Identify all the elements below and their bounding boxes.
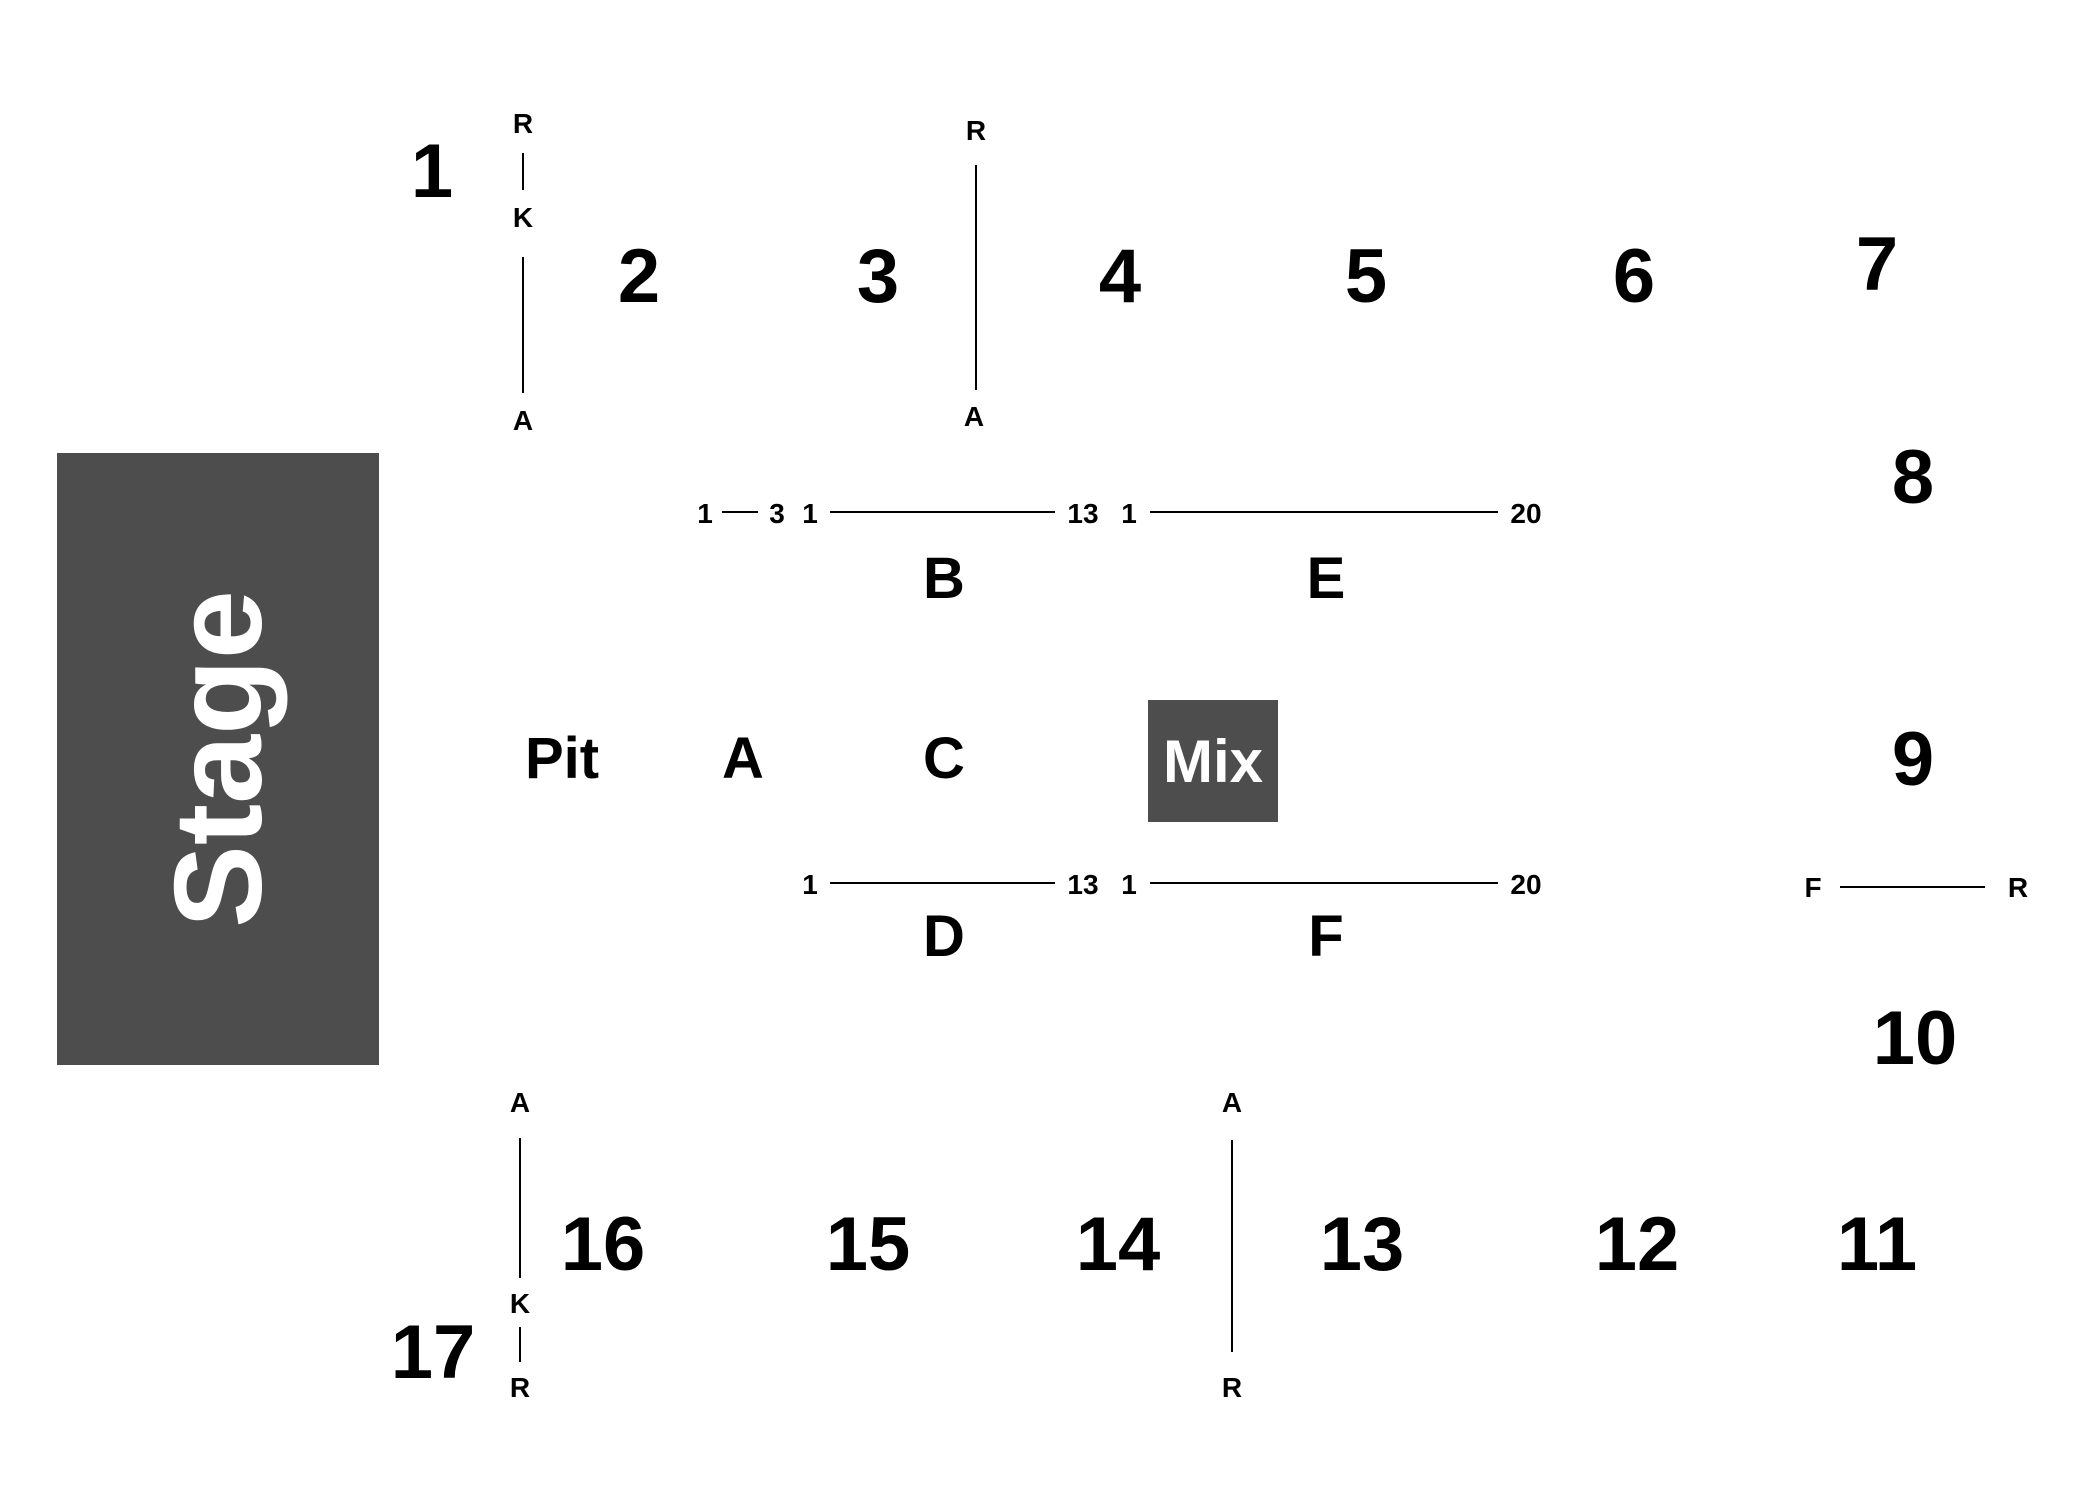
stage-label: Stage	[150, 590, 288, 928]
floor-zone-b[interactable]: B	[923, 546, 965, 611]
section-3[interactable]: 3	[857, 234, 899, 319]
section-5[interactable]: 5	[1345, 234, 1387, 319]
section-10[interactable]: 10	[1873, 996, 1958, 1081]
section-9[interactable]: 9	[1892, 717, 1934, 802]
row-marker-s3-top: R	[966, 115, 986, 146]
seat-marker-d-start: 1	[802, 869, 818, 900]
section-6[interactable]: 6	[1613, 234, 1655, 319]
floor-zone-a[interactable]: A	[722, 726, 764, 791]
section-8[interactable]: 8	[1892, 435, 1934, 520]
mix-block[interactable]	[1148, 700, 1278, 822]
floor-zone-e[interactable]: E	[1307, 546, 1346, 611]
section-11[interactable]: 11	[1837, 1202, 1917, 1287]
row-marker-s9-right: R	[2008, 872, 2028, 903]
section-15[interactable]: 15	[826, 1202, 911, 1287]
section-16[interactable]: 16	[561, 1202, 646, 1287]
row-marker-s14-top: A	[1222, 1087, 1242, 1118]
row-marker-s3-bottom: A	[964, 401, 984, 432]
section-2[interactable]: 2	[618, 234, 660, 319]
section-1[interactable]: 1	[411, 129, 453, 214]
seat-marker-b-start: 1	[802, 498, 818, 529]
seat-marker-d-end: 13	[1067, 869, 1098, 900]
seat-marker-b-start-a: 1	[697, 498, 713, 529]
seat-marker-b-end: 13	[1067, 498, 1098, 529]
section-4[interactable]: 4	[1099, 234, 1141, 319]
row-marker-s16-mid: K	[510, 1288, 530, 1319]
mix-label: Mix	[1163, 728, 1263, 795]
stage-block[interactable]	[57, 453, 379, 1065]
seat-marker-f-end: 20	[1510, 869, 1541, 900]
seat-marker-e-end: 20	[1510, 498, 1541, 529]
section-14[interactable]: 14	[1076, 1202, 1161, 1287]
section-17[interactable]: 17	[391, 1310, 476, 1395]
row-marker-s14-bottom: R	[1222, 1372, 1242, 1403]
seat-marker-e-start: 1	[1121, 498, 1137, 529]
pit-label[interactable]: Pit	[525, 726, 599, 791]
floor-zone-f[interactable]: F	[1308, 904, 1343, 969]
floor-zone-d[interactable]: D	[923, 904, 965, 969]
row-marker-s16-top: A	[510, 1087, 530, 1118]
row-marker-s1-top: R	[513, 108, 533, 139]
row-marker-s1-mid: K	[513, 202, 533, 233]
row-marker-s9-left: F	[1804, 872, 1821, 903]
section-7[interactable]: 7	[1856, 222, 1898, 307]
section-13[interactable]: 13	[1320, 1202, 1405, 1287]
floor-zone-c[interactable]: C	[923, 726, 965, 791]
row-marker-s16-bottom: R	[510, 1372, 530, 1403]
seat-marker-b-end-a: 3	[769, 498, 785, 529]
row-marker-s1-bottom: A	[513, 405, 533, 436]
seat-marker-f-start: 1	[1121, 869, 1137, 900]
section-12[interactable]: 12	[1595, 1202, 1680, 1287]
